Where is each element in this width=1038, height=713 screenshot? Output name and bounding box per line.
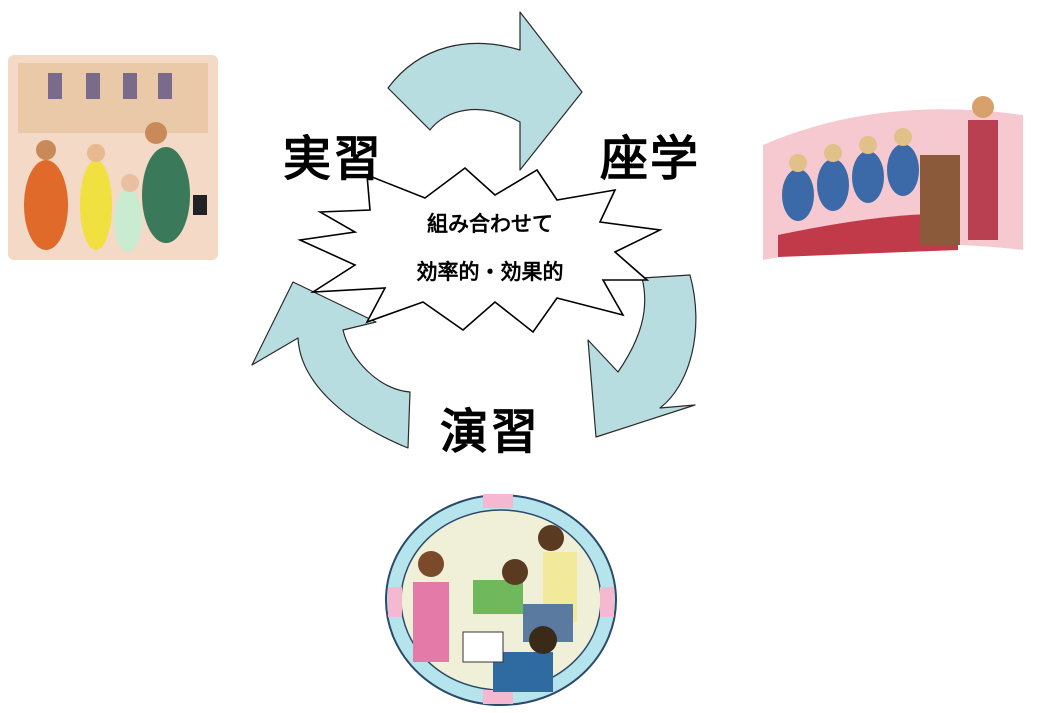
label-exercise: 演習 [440, 404, 541, 460]
clipart-exercise [385, 494, 617, 706]
center-text-line1: 組み合わせて [427, 212, 553, 236]
center-text-line2: 効率的・効果的 [416, 260, 564, 284]
center-burst [297, 166, 663, 334]
arrow-top [387, 11, 583, 171]
label-practicum: 実習 [283, 131, 384, 187]
clipart-practicum [8, 55, 218, 260]
label-lecture: 座学 [600, 131, 701, 187]
clipart-lecture [763, 96, 1023, 260]
arrow-right [587, 274, 697, 438]
arrow-left [251, 281, 411, 449]
burst-shape [297, 166, 663, 334]
